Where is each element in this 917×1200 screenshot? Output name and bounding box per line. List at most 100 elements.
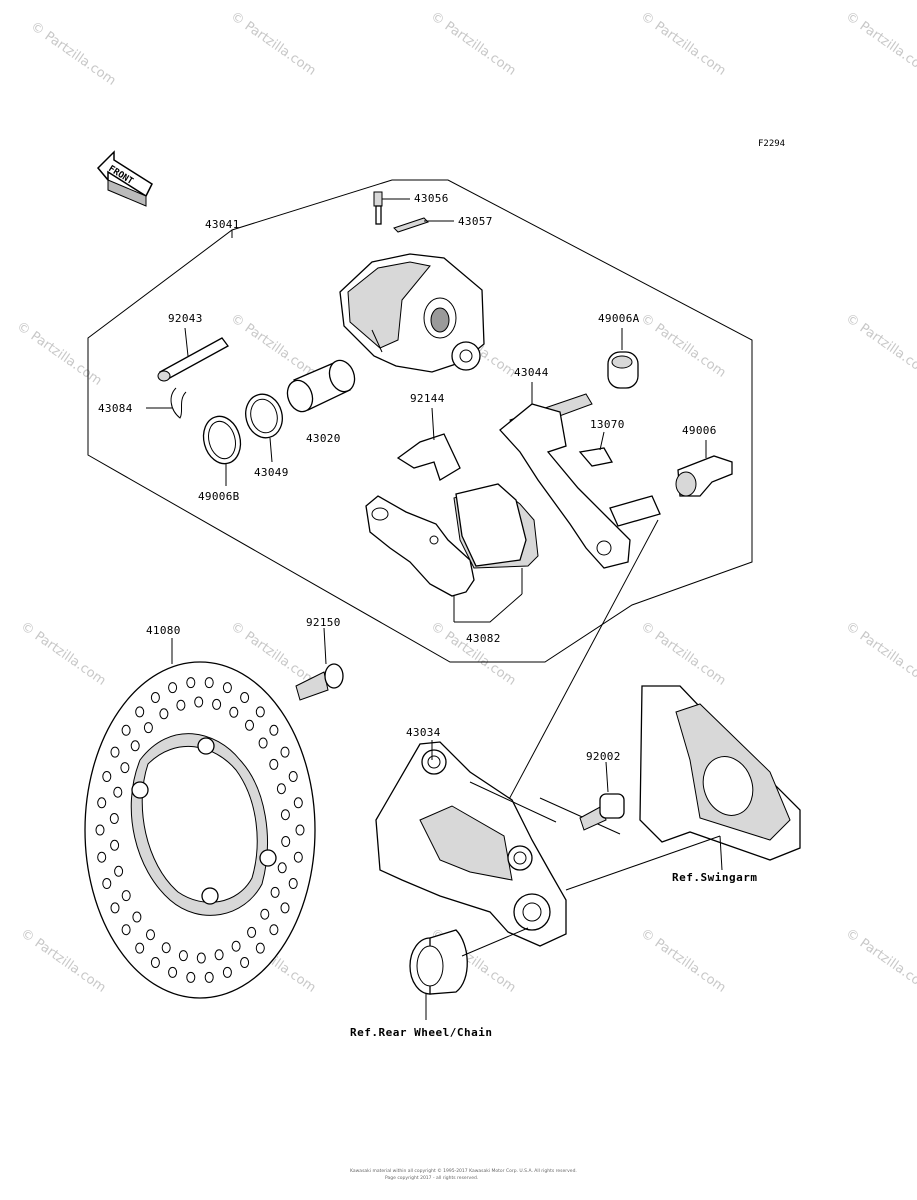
- part-number-label[interactable]: 49006: [682, 424, 717, 437]
- disc-bolt: [295, 627, 344, 701]
- part-number-label[interactable]: 49006B: [198, 490, 240, 503]
- disc-vent-hole: [113, 786, 123, 798]
- watermark: © Partzilla.com: [638, 619, 729, 689]
- disc-vent-hole: [168, 682, 178, 694]
- disc-vent-hole: [214, 949, 224, 961]
- pin-boot: [675, 440, 733, 497]
- disc-vent-hole: [204, 971, 214, 983]
- disc-vent-hole: [295, 824, 305, 836]
- part-number-label[interactable]: 43034: [406, 726, 441, 739]
- disc-vent-hole: [186, 971, 196, 983]
- bracket-bolt: [579, 761, 625, 831]
- bleeder-cap: [393, 217, 454, 233]
- part-number-label[interactable]: 49006A: [598, 312, 640, 325]
- part-number-label[interactable]: 13070: [590, 418, 625, 431]
- bleeder-valve: [373, 191, 410, 225]
- caliper-assembly-outline: [87, 179, 753, 663]
- front-arrow-icon: FRONT: [96, 150, 153, 207]
- disc-vent-hole: [194, 696, 204, 708]
- disc-vent-hole: [161, 942, 171, 954]
- part-number-label[interactable]: 43056: [414, 192, 449, 205]
- disc-vent-hole: [222, 682, 232, 694]
- watermark: © Partzilla.com: [843, 9, 917, 79]
- disc-vent-hole: [229, 706, 239, 718]
- retaining-clip: [146, 387, 187, 419]
- disc-vent-hole: [168, 966, 178, 978]
- disc-vent-hole: [110, 902, 120, 914]
- dust-seal: [202, 415, 242, 486]
- part-number-label[interactable]: 41080: [146, 624, 181, 637]
- watermark: © Partzilla.com: [228, 311, 319, 381]
- disc-vent-hole: [280, 746, 290, 758]
- copyright-footer: Kawasaki material within all copyright ©…: [350, 1167, 577, 1174]
- figure-code: F2294: [758, 139, 785, 149]
- copyright-footer-line2: Page copyright 2017 - all rights reserve…: [385, 1175, 478, 1181]
- disc-vent-hole: [269, 924, 279, 936]
- wheel-collar: [409, 927, 529, 1020]
- brake-disc: [84, 638, 316, 999]
- part-number-label[interactable]: 43084: [98, 402, 133, 415]
- disc-vent-hole: [102, 878, 112, 889]
- part-number-label[interactable]: 43057: [458, 215, 493, 228]
- disc-vent-hole: [245, 719, 254, 731]
- disc-vent-hole: [240, 692, 250, 703]
- watermark: © Partzilla.com: [428, 9, 519, 79]
- disc-vent-hole: [280, 902, 290, 914]
- disc-vent-hole: [222, 966, 232, 978]
- swingarm: [565, 685, 801, 891]
- disc-vent-hole: [97, 797, 107, 809]
- disc-vent-hole: [270, 886, 280, 898]
- rear-wheel-reference-label[interactable]: Ref.Rear Wheel/Chain: [350, 1026, 492, 1039]
- caliper-body: [339, 253, 485, 373]
- watermark: © Partzilla.com: [638, 311, 729, 381]
- disc-vent-hole: [293, 797, 303, 809]
- pin-boot-a: [607, 328, 639, 389]
- pad-spring: [396, 407, 461, 481]
- disc-vent-hole: [293, 851, 303, 863]
- piston: [286, 359, 356, 413]
- disc-vent-hole: [258, 737, 268, 749]
- disc-vent-hole: [269, 758, 279, 770]
- caliper-mount-bracket: [375, 740, 621, 947]
- disc-vent-hole: [196, 952, 206, 964]
- swingarm-reference-label[interactable]: Ref.Swingarm: [672, 871, 757, 884]
- disc-vent-hole: [247, 926, 257, 938]
- brake-pads: [365, 483, 539, 623]
- disc-vent-hole: [121, 724, 131, 736]
- part-number-label[interactable]: 43049: [254, 466, 289, 479]
- disc-vent-hole: [186, 677, 196, 689]
- disc-vent-hole: [102, 771, 112, 782]
- disc-vent-hole: [121, 890, 131, 902]
- disc-vent-hole: [135, 706, 145, 718]
- disc-vent-hole: [269, 724, 279, 736]
- part-number-label[interactable]: 92002: [586, 750, 621, 763]
- piston-seal: [245, 393, 283, 463]
- part-number-label[interactable]: 92150: [306, 616, 341, 629]
- watermark: © Partzilla.com: [843, 926, 917, 996]
- part-number-label[interactable]: 92043: [168, 312, 203, 325]
- disc-vent-hole: [150, 957, 160, 968]
- disc-vent-hole: [150, 692, 160, 703]
- watermark: © Partzilla.com: [228, 9, 319, 79]
- caliper-pin: [157, 327, 229, 382]
- watermark: © Partzilla.com: [14, 319, 105, 389]
- disc-vent-hole: [146, 929, 155, 941]
- part-number-label[interactable]: 92144: [410, 392, 445, 405]
- pad-plate: [578, 431, 614, 467]
- disc-vent-hole: [288, 878, 298, 889]
- disc-vent-hole: [212, 698, 222, 710]
- part-number-label[interactable]: 43044: [514, 366, 549, 379]
- part-number-label[interactable]: 43020: [306, 432, 341, 445]
- disc-vent-hole: [135, 942, 145, 954]
- disc-vent-hole: [280, 809, 290, 821]
- part-number-label[interactable]: 43041: [205, 218, 240, 231]
- disc-vent-hole: [132, 911, 142, 923]
- disc-vent-hole: [276, 783, 286, 795]
- disc-vent-hole: [176, 699, 186, 711]
- part-number-label[interactable]: 43082: [466, 632, 501, 645]
- watermark: © Partzilla.com: [28, 19, 119, 89]
- watermark: © Partzilla.com: [843, 311, 917, 381]
- disc-vent-hole: [120, 762, 130, 774]
- disc-vent-hole: [204, 677, 214, 689]
- part-labels: 43056 43057 43041 92043 43084 43020 4304…: [98, 192, 717, 763]
